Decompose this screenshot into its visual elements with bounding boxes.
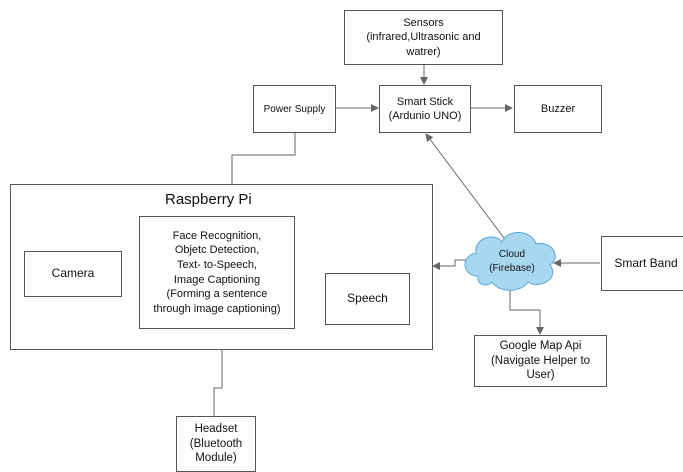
cloud-to-map-arrow — [509, 285, 544, 335]
sensors-detail: (infrared,Ultrasonic and — [366, 31, 481, 44]
processing-box: Face Recognition, Objetc Detection, Text… — [139, 216, 295, 329]
sensors-box: Sensors (infrared,Ultrasonic and watrer) — [344, 10, 503, 65]
processing-line-6: through image captioning) — [153, 302, 281, 315]
cloud-to-stick-arrow — [425, 133, 505, 239]
cloud-shape — [464, 232, 556, 291]
smart-stick-box: Smart Stick (Ardunio UNO) — [379, 85, 471, 133]
camera-label: Camera — [51, 266, 95, 281]
speech-label: Speech — [347, 291, 388, 306]
processing-line-1: Face Recognition, — [172, 229, 262, 242]
power-supply-box: Power Supply — [253, 85, 336, 133]
buzzer-box: Buzzer — [514, 85, 602, 133]
google-map-box: Google Map Api (Navigate Helper to User) — [474, 335, 607, 387]
smart-stick-title: Smart Stick — [396, 95, 454, 108]
sensors-title: Sensors — [403, 17, 444, 30]
google-map-detail-2: User) — [526, 369, 555, 382]
sensors-detail-2: watrer) — [406, 45, 441, 58]
processing-line-2: Objetc Detection, — [174, 244, 260, 257]
headset-detail: (Bluetooth — [189, 437, 243, 450]
camera-box: Camera — [24, 251, 122, 297]
smart-band-box: Smart Band — [601, 236, 683, 291]
headset-box: Headset (Bluetooth Module) — [176, 416, 256, 472]
cloud-to-rpi-arrow — [432, 259, 470, 270]
speech-box: Speech — [325, 273, 410, 325]
raspberry-pi-title: Raspberry Pi — [165, 191, 252, 208]
cloud-title: Cloud — [498, 249, 526, 260]
power-supply-label: Power Supply — [263, 103, 326, 115]
rpi-to-headset-line — [213, 350, 223, 416]
headset-title: Headset — [194, 422, 238, 435]
processing-line-3: Text- to-Speech, — [176, 258, 258, 271]
cloud-label: Cloud (Firebase) — [482, 248, 542, 275]
processing-line-4: Image Captioning — [173, 273, 261, 286]
smart-band-label: Smart Band — [614, 255, 678, 270]
buzzer-label: Buzzer — [540, 102, 576, 115]
cloud-subtitle: (Firebase) — [489, 262, 535, 274]
smart-stick-subtitle: (Ardunio UNO) — [388, 110, 462, 122]
power-to-rpi-line — [231, 132, 296, 184]
processing-line-5: (Forming a sentence — [166, 288, 268, 301]
google-map-title: Google Map Api — [499, 339, 582, 352]
headset-detail-2: Module) — [195, 452, 237, 465]
google-map-detail: (Navigate Helper to — [490, 354, 591, 367]
